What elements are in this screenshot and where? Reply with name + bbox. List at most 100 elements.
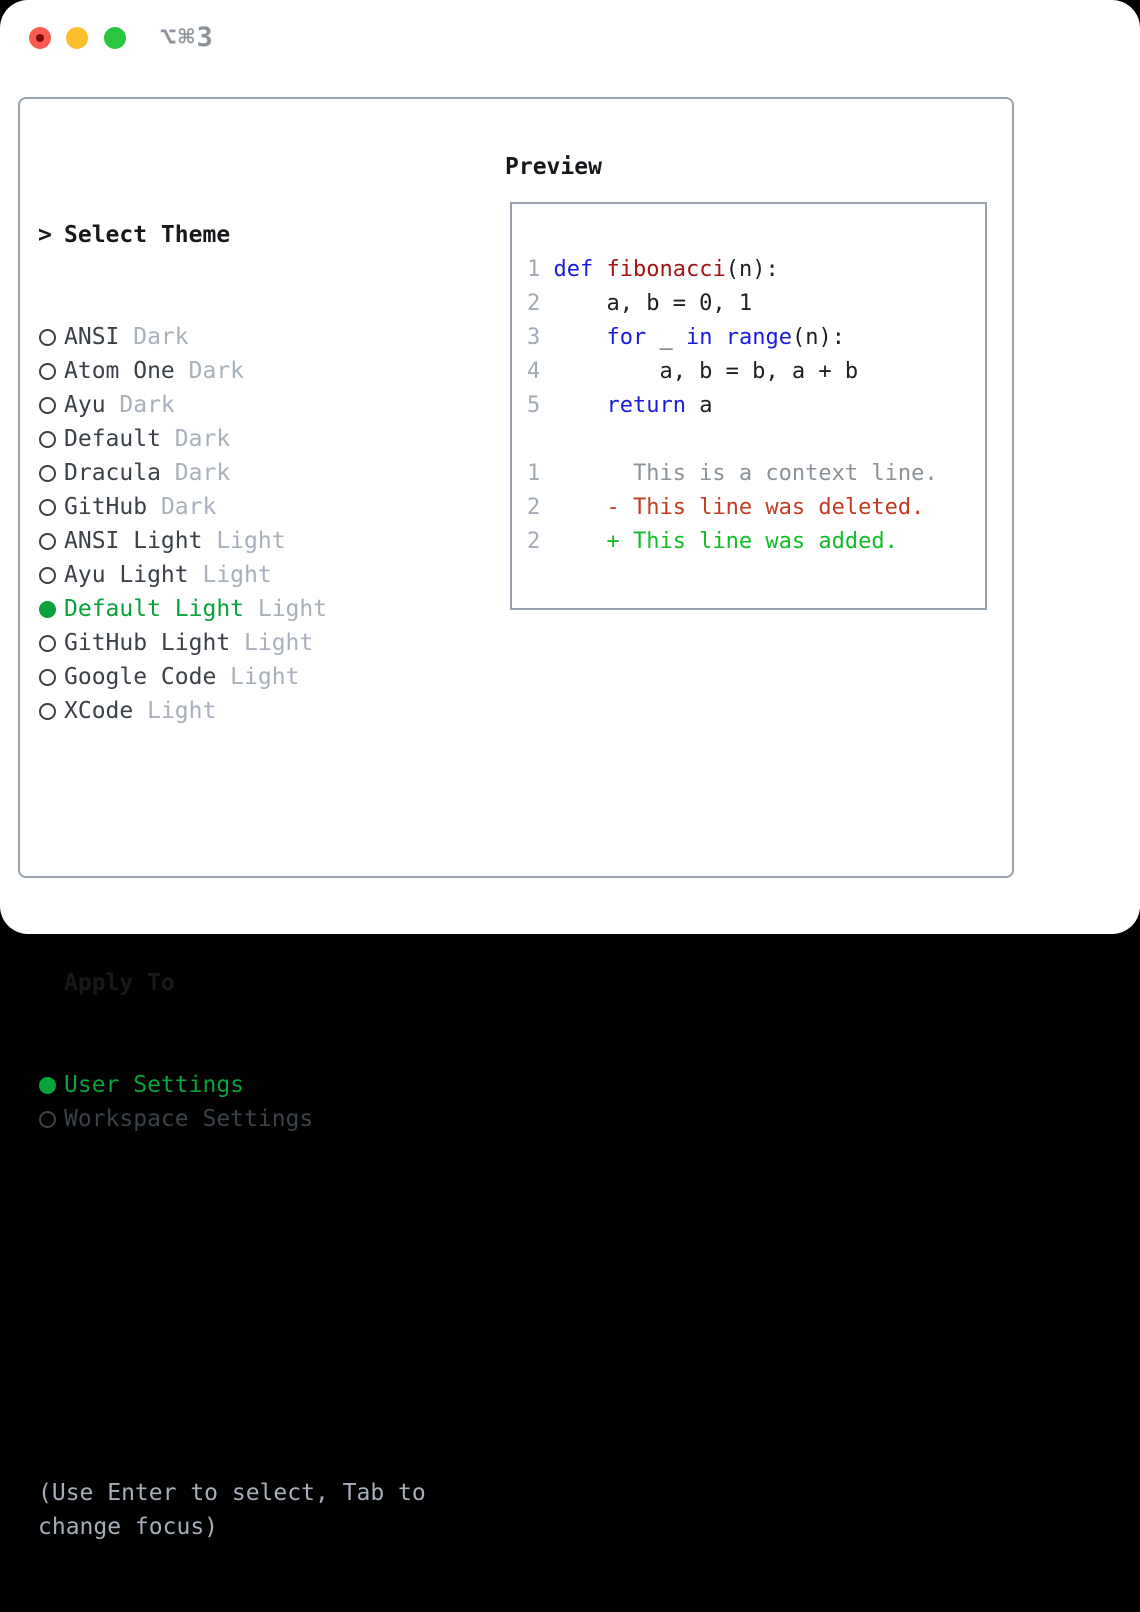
option-variant: Light [230, 630, 314, 656]
code-line: 4 a, b = b, a + b [527, 355, 938, 389]
radio-icon [38, 1110, 64, 1128]
theme-option[interactable]: Dracula Dark [38, 456, 426, 490]
apply-to-option[interactable]: User Settings [38, 1068, 426, 1102]
code-line: 5 return a [527, 389, 938, 423]
code-segment [593, 257, 606, 282]
theme-option[interactable]: Default Dark [38, 422, 426, 456]
option-label: User Settings [64, 1072, 245, 1098]
preview-title: Preview [505, 154, 602, 180]
theme-option[interactable]: GitHub Dark [38, 490, 426, 524]
close-button[interactable] [29, 27, 51, 49]
theme-option[interactable]: Atom One Dark [38, 354, 426, 388]
radio-icon [38, 532, 64, 550]
code-segment: def [553, 257, 594, 282]
option-variant: Dark [160, 426, 231, 452]
code-segment: a, b = 0, 1 [553, 291, 753, 316]
zoom-button[interactable] [104, 27, 126, 49]
theme-option[interactable]: Ayu Light Light [38, 558, 426, 592]
theme-option[interactable]: ANSI Dark [38, 320, 426, 354]
code-line: 2 + This line was added. [527, 525, 938, 559]
apply-to-option[interactable]: Workspace Settings [38, 1102, 426, 1136]
option-variant: Light [244, 596, 328, 622]
code-line [527, 423, 938, 457]
option-variant: Dark [119, 324, 189, 350]
line-number: 2 [527, 291, 541, 316]
code-segment: (n): [725, 257, 779, 282]
radio-icon [38, 634, 64, 652]
radio-icon [38, 362, 64, 380]
code-segment: This is a context line. [553, 461, 938, 486]
option-variant: Dark [174, 358, 245, 384]
theme-option[interactable]: Ayu Dark [38, 388, 426, 422]
option-label: ANSI [64, 324, 120, 350]
option-label: Ayu Light [64, 562, 189, 588]
theme-option[interactable]: Google Code Light [38, 660, 426, 694]
code-line: 3 for _ in range(n): [527, 321, 938, 355]
radio-icon [38, 396, 64, 414]
theme-option[interactable]: Default Light Light [38, 592, 426, 626]
option-variant: Light [188, 562, 272, 588]
option-variant: Dark [160, 460, 231, 486]
option-label: Default Light [64, 596, 245, 622]
code-segment: in [685, 325, 713, 350]
theme-option[interactable]: XCode Light [38, 694, 426, 728]
code-segment: return [606, 393, 686, 418]
code-segment: a, b = b, a + b [553, 359, 859, 384]
option-label: GitHub Light [64, 630, 231, 656]
apply-to-title: Apply To [64, 970, 175, 996]
line-number: 1 [527, 257, 541, 282]
spacer [38, 830, 426, 864]
titlebar: ⌥⌘3 [0, 0, 1140, 76]
apply-to-header: Apply To [38, 966, 426, 1000]
radio-icon [38, 668, 64, 686]
line-number: 5 [527, 393, 541, 418]
option-variant: Light [202, 528, 286, 554]
option-label: ANSI Light [64, 528, 203, 554]
spacer [38, 1238, 426, 1272]
option-variant: Dark [105, 392, 175, 418]
radio-icon [38, 464, 64, 482]
code-segment [553, 393, 606, 418]
keyboard-hint-line: change focus) [38, 1514, 219, 1540]
theme-option[interactable]: ANSI Light Light [38, 524, 426, 558]
radio-icon [38, 328, 64, 346]
code-segment: (n): [791, 325, 845, 350]
radio-icon [38, 702, 64, 720]
option-label: Dracula [64, 460, 161, 486]
code-segment: range [725, 325, 792, 350]
window-shortcut-label: ⌥⌘3 [160, 22, 215, 53]
option-label: Ayu [64, 392, 106, 418]
radio-selected-icon [38, 600, 64, 618]
code-segment: for [606, 325, 647, 350]
theme-option[interactable]: GitHub Light Light [38, 626, 426, 660]
radio-icon [38, 430, 64, 448]
option-label: XCode [64, 698, 134, 724]
option-label: Default [64, 426, 161, 452]
code-line: 2 a, b = 0, 1 [527, 287, 938, 321]
minimize-button[interactable] [66, 27, 88, 49]
code-line: 2 - This line was deleted. [527, 491, 938, 525]
code-segment: _ [646, 325, 686, 350]
option-variant: Light [216, 664, 300, 690]
select-theme-header: > Select Theme [38, 218, 426, 252]
radio-icon [38, 498, 64, 516]
line-number: 3 [527, 325, 541, 350]
radio-icon [38, 566, 64, 584]
code-segment: a [685, 393, 713, 418]
option-label: Atom One [64, 358, 175, 384]
code-segment [712, 325, 725, 350]
option-variant: Dark [147, 494, 217, 520]
spacer [38, 1340, 426, 1374]
select-theme-title: Select Theme [64, 222, 231, 248]
line-number: 1 [527, 461, 541, 486]
option-label: Workspace Settings [64, 1106, 314, 1132]
